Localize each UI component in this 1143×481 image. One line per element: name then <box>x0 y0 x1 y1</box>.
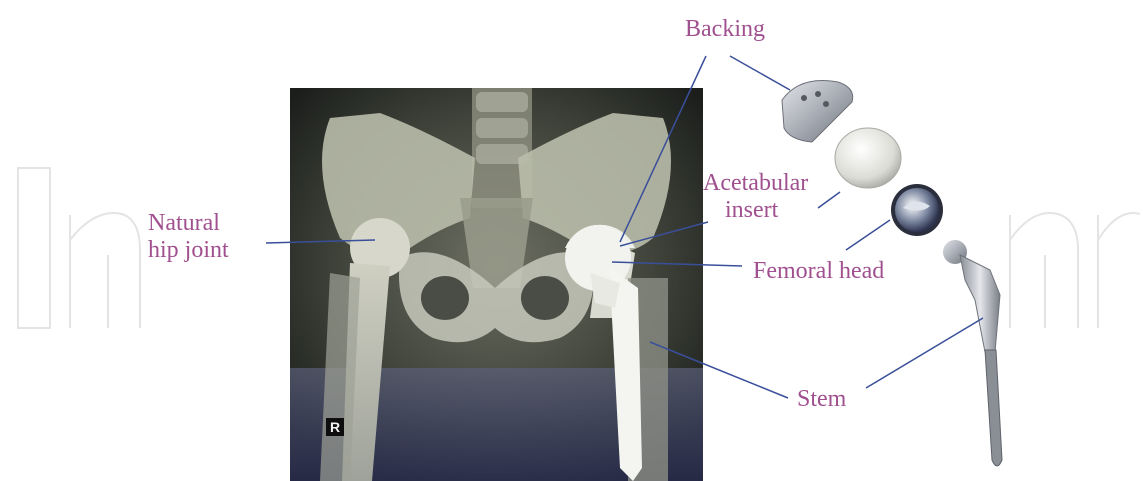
label-backing: Backing <box>685 16 765 43</box>
label-natural-hip-joint: Natural hip joint <box>148 210 229 264</box>
label-acetabular-line1: Acetabular <box>703 170 808 197</box>
acetabular-insert <box>835 128 901 188</box>
femoral-stem-component <box>943 240 1002 466</box>
femoral-head-component <box>891 184 943 236</box>
label-acetabular-line2: insert <box>703 197 808 224</box>
backing-shell <box>782 80 853 142</box>
label-femoral-head: Femoral head <box>753 258 884 285</box>
label-natural-line2: hip joint <box>148 237 229 264</box>
label-stem: Stem <box>797 386 846 413</box>
label-acetabular-insert: Acetabular insert <box>703 170 808 224</box>
label-natural-line1: Natural <box>148 210 229 237</box>
